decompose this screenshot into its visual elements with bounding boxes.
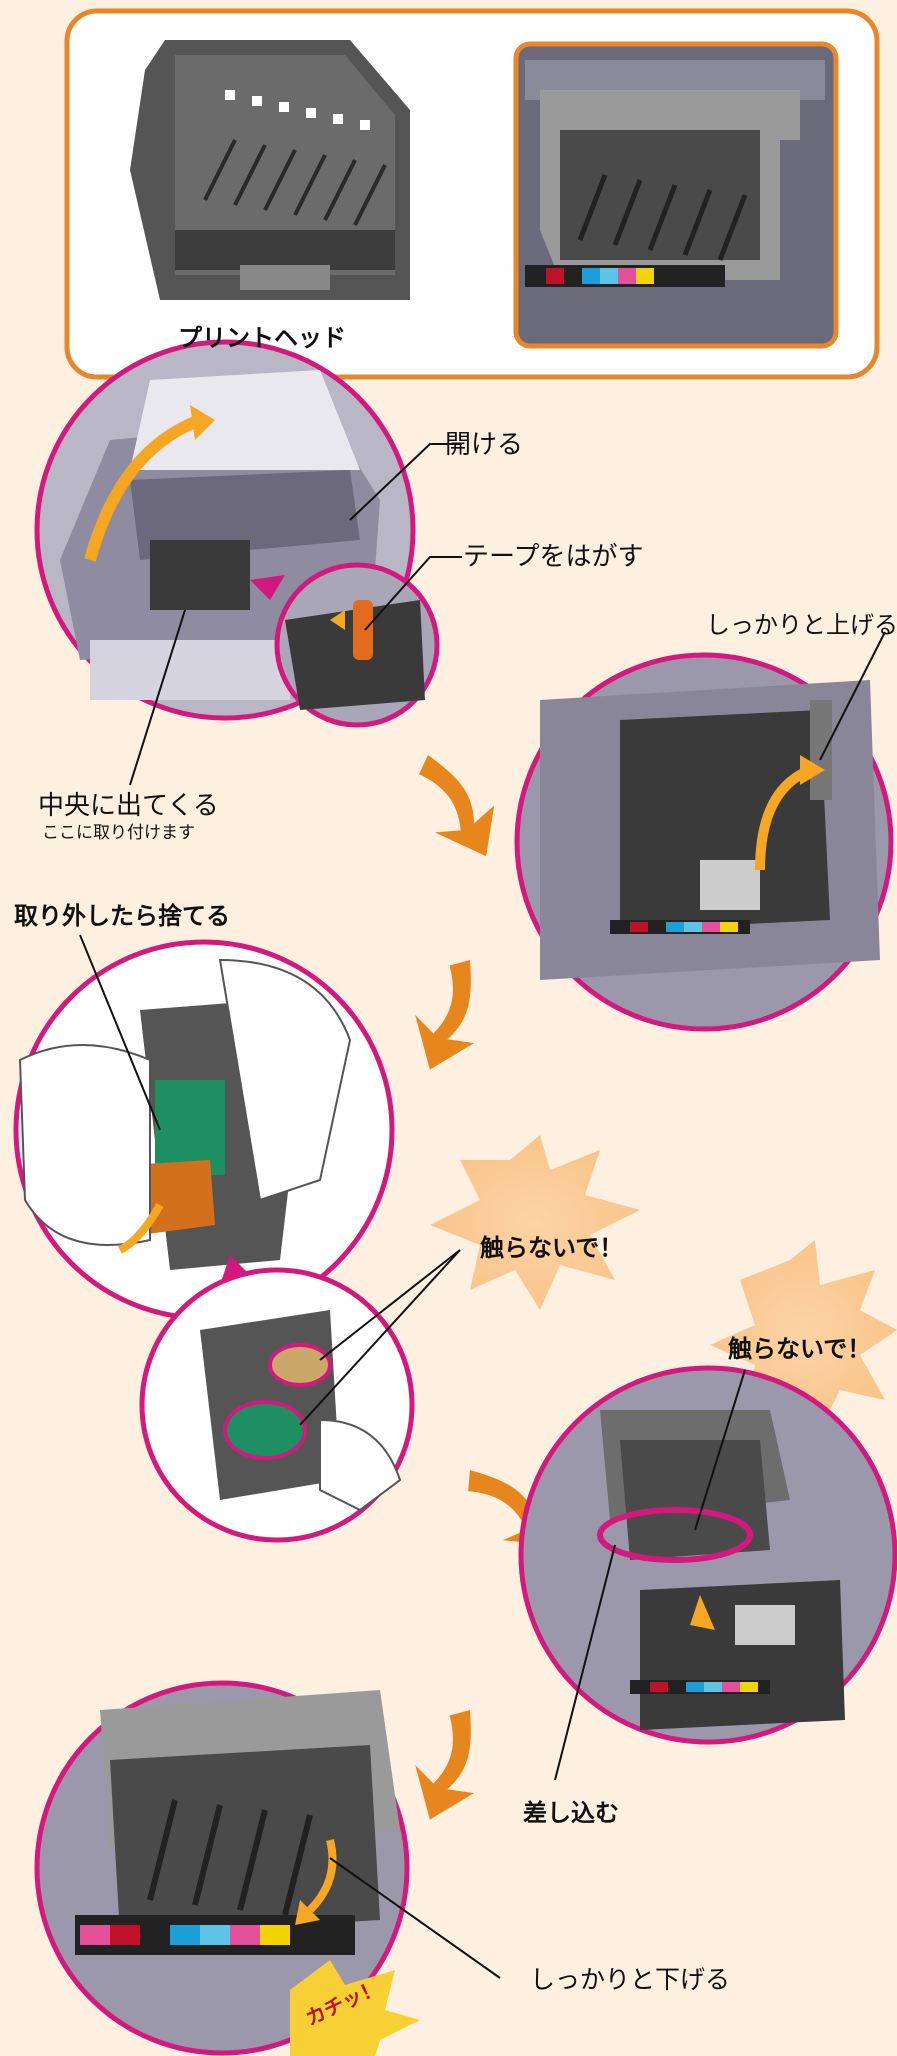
- arrow-down-4: [395, 1700, 509, 1833]
- remove-label: 取り外したら捨てる: [14, 902, 230, 930]
- printhead-caption: プリントヘッド: [178, 324, 346, 352]
- ink-strip-1: [528, 268, 654, 284]
- click-burst: [290, 1960, 420, 2056]
- tape-label: テープをはがす: [463, 542, 644, 572]
- insert-label: 差し込む: [523, 1799, 619, 1827]
- burst-shape-1: [430, 1135, 640, 1310]
- printhead-drawing: [130, 40, 410, 300]
- arrow-down-2: [395, 950, 509, 1083]
- center-label: 中央に出てくる: [38, 791, 219, 821]
- dont-touch-label-1: 触らないで！: [480, 1234, 624, 1262]
- ink-strip-2: [612, 922, 738, 932]
- dont-touch-label-2: 触らないで！: [728, 1335, 872, 1363]
- arrow-down-1: [409, 739, 510, 870]
- ink-strip-3: [632, 1682, 758, 1692]
- lever-down-label: しっかりと下げる: [530, 1965, 731, 1994]
- lever-up-label: しっかりと上げる: [706, 611, 897, 639]
- center-sub-label: ここに取り付けます: [42, 823, 195, 843]
- open-label: 開ける: [445, 430, 524, 460]
- ink-strip-4: [80, 1925, 290, 1945]
